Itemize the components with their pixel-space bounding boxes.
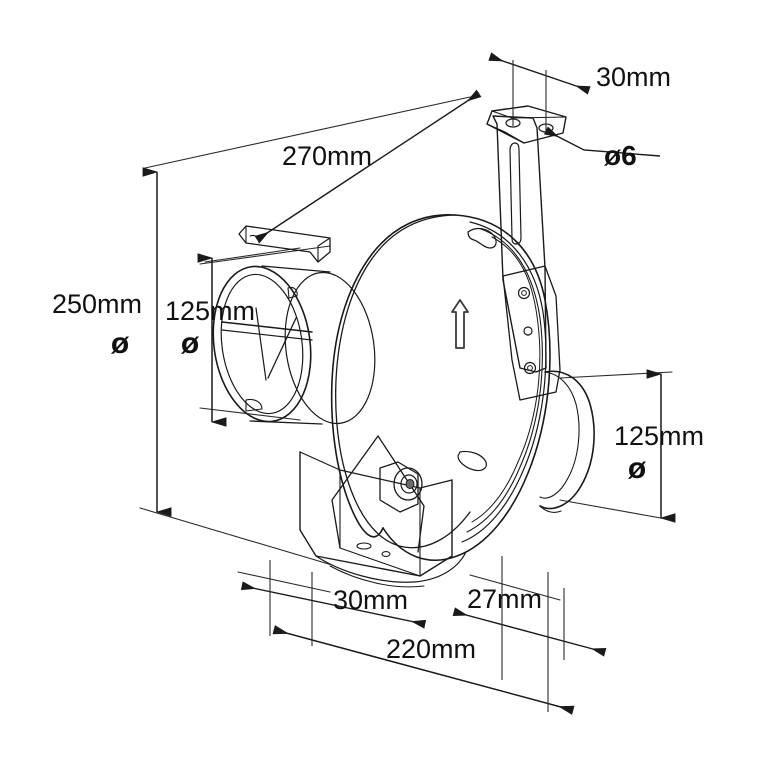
inlet-duct-back-ring bbox=[284, 271, 376, 425]
bottom-screw-2 bbox=[381, 551, 391, 557]
scroll-crease-right bbox=[377, 435, 425, 553]
airflow-direction-arrow bbox=[451, 299, 469, 349]
housing-side-stud bbox=[457, 450, 487, 472]
dimension-label-inlet-collar: 30mm bbox=[333, 585, 408, 615]
dimline-bracket-hole-spacing bbox=[488, 52, 591, 95]
bracket-screw-2 bbox=[523, 326, 533, 336]
dimension-label-hole-diameter: ø6 bbox=[604, 140, 637, 171]
cable-gland-body bbox=[379, 461, 419, 513]
bracket-plate-fold bbox=[491, 110, 567, 119]
bracket-adjust-slot bbox=[509, 142, 522, 245]
dimension-label-outlet-diameter: 125mm bbox=[614, 421, 704, 451]
inlet-tab-top bbox=[287, 286, 298, 299]
inlet-collar-top-line bbox=[261, 265, 331, 273]
cable-gland-ring bbox=[400, 474, 418, 494]
bracket-screw-1 bbox=[517, 286, 531, 300]
inlet-brace-diagonal bbox=[267, 317, 297, 379]
diameter-symbol-inlet: ø bbox=[181, 327, 200, 360]
dimension-label-bracket-length: 270mm bbox=[282, 141, 372, 171]
diameter-symbol-height-overall: ø bbox=[111, 327, 130, 360]
bracket-screw-3-head bbox=[527, 365, 533, 371]
inlet-brace-horizontal bbox=[221, 321, 313, 333]
bracket-screw-1-head bbox=[521, 290, 527, 296]
inlet-tab-bottom bbox=[245, 398, 263, 412]
outlet-collar-inner bbox=[539, 371, 580, 499]
scroll-box-bottom-edge bbox=[339, 547, 421, 577]
cable-gland-nut bbox=[393, 467, 423, 501]
bracket-plate-fold-2 bbox=[486, 123, 525, 144]
housing-rim-line-3 bbox=[471, 236, 541, 523]
inlet-collar-bottom-line bbox=[249, 420, 323, 425]
inlet-brace-vertical bbox=[255, 307, 267, 381]
dimline-bracket-length bbox=[254, 89, 482, 244]
leader-bracket-hole-diameter bbox=[543, 126, 661, 157]
dimension-label-height-overall: 250mm bbox=[52, 289, 142, 319]
inlet-brace-horizontal-2 bbox=[221, 329, 313, 341]
outlet-collar-outer bbox=[539, 370, 595, 510]
dimension-label-inlet-diameter: 125mm bbox=[165, 296, 255, 326]
cable-gland-hole bbox=[405, 479, 415, 489]
scroll-bottom-box bbox=[299, 451, 453, 577]
housing-rim-line-1 bbox=[461, 221, 547, 543]
scroll-crease-left bbox=[331, 435, 379, 549]
diameter-symbol-outlet: ø bbox=[628, 452, 647, 485]
dimline-overall-length bbox=[272, 625, 575, 715]
mounting-bracket-body bbox=[492, 115, 547, 373]
housing-rim-line-2 bbox=[466, 228, 543, 533]
bottom-screw-1 bbox=[356, 542, 372, 550]
outlet-collar-edge bbox=[539, 505, 562, 513]
dimension-label-hole-spacing: 30mm bbox=[596, 62, 671, 92]
bracket-screw-3 bbox=[523, 361, 537, 375]
dimension-label-overall-length: 220mm bbox=[386, 634, 476, 664]
housing-face-outline bbox=[335, 214, 471, 549]
dimline-inlet-collar bbox=[240, 581, 427, 629]
bracket-lower-strap bbox=[502, 265, 561, 401]
bracket-hole-witness-lines bbox=[512, 60, 547, 132]
dimension-label-outlet-collar: 27mm bbox=[467, 584, 542, 614]
housing-outer-rim bbox=[382, 214, 551, 561]
bottom-witness-lines bbox=[269, 556, 565, 712]
